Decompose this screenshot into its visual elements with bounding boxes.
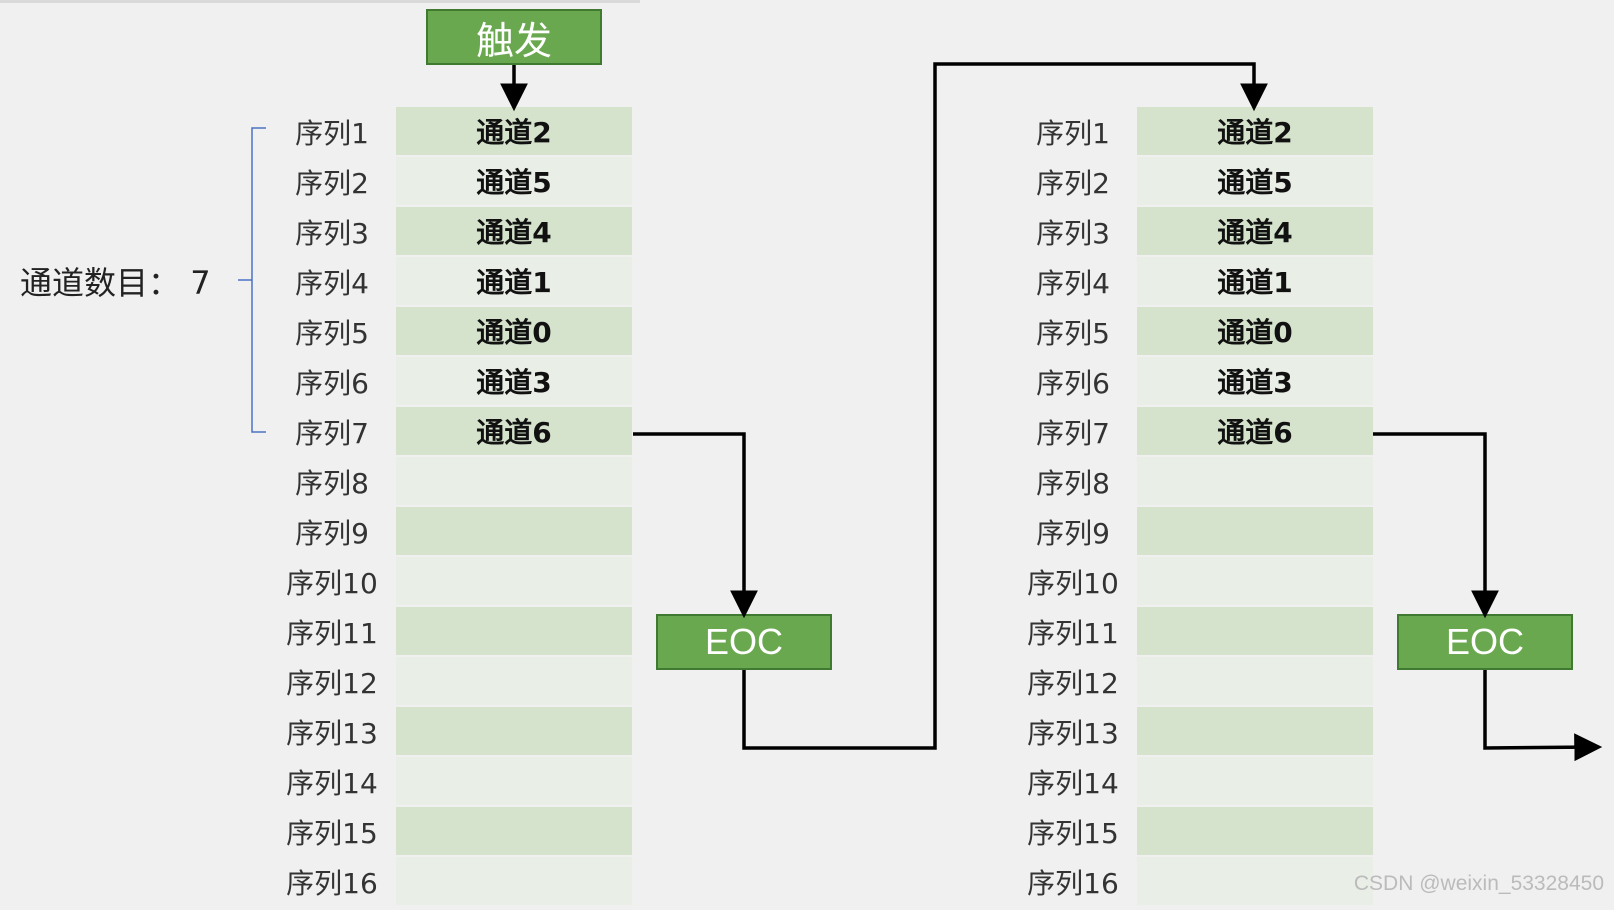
sequence-cell: 通道2 — [1137, 107, 1373, 155]
sequence-cell: 通道5 — [1137, 157, 1373, 205]
trigger-box: 触发 — [426, 9, 602, 65]
sequence-label: 序列16 — [1027, 867, 1119, 900]
eoc-label: EOC — [1445, 621, 1524, 662]
sequence-label: 序列10 — [286, 567, 378, 600]
sequence-cell: 通道3 — [396, 357, 632, 405]
sequence-label: 序列3 — [295, 217, 369, 250]
sequence-cell: 通道0 — [396, 307, 632, 355]
sequence-cell: 通道1 — [1137, 257, 1373, 305]
sequence-label: 序列14 — [286, 767, 378, 800]
seq7-to-eoc-left-arrow — [633, 432, 758, 619]
eoc-right-output-arrow — [1483, 670, 1603, 762]
sequence-cell — [396, 507, 632, 555]
sequence-cell — [1137, 657, 1373, 705]
sequence-labels-right: 序列1 序列2 序列3 序列4 序列5 序列6 序列7 序列8 序列9 序列10 序列11 序列12 序… — [1013, 107, 1133, 907]
sequence-label: 序列7 — [1036, 417, 1110, 450]
sequence-label: 序列1 — [1036, 117, 1110, 150]
sequence-label: 序列16 — [286, 867, 378, 900]
watermark: CSDN @weixin_53328450 — [1353, 872, 1604, 895]
sequence-cell — [1137, 807, 1373, 855]
sequence-cell — [1137, 507, 1373, 555]
sequence-cell: 通道6 — [396, 407, 632, 455]
sequence-label: 序列15 — [1027, 817, 1119, 850]
sequence-label: 序列13 — [286, 717, 378, 750]
seq7-to-eoc-right-arrow — [1373, 432, 1499, 619]
sequence-cell: 通道0 — [1137, 307, 1373, 355]
sequence-label: 序列5 — [295, 317, 369, 350]
sequence-cell — [396, 857, 632, 905]
sequence-label: 序列4 — [295, 267, 369, 300]
channel-count-text: 通道数目： 7 — [20, 258, 211, 304]
sequence-label: 序列2 — [1036, 167, 1110, 200]
sequence-label: 序列12 — [286, 667, 378, 700]
sequence-label: 序列9 — [295, 517, 369, 550]
sequence-label: 序列14 — [1027, 767, 1119, 800]
sequence-label: 序列8 — [295, 467, 369, 500]
sequence-label: 序列10 — [1027, 567, 1119, 600]
sequence-cell: 通道4 — [1137, 207, 1373, 255]
sequence-label: 序列1 — [295, 117, 369, 150]
sequence-label: 序列15 — [286, 817, 378, 850]
eoc-box-left: EOC — [656, 614, 832, 670]
eoc-label: EOC — [704, 621, 783, 662]
sequence-cell — [1137, 857, 1373, 905]
sequence-cell: 通道2 — [396, 107, 632, 155]
sequence-cell — [396, 607, 632, 655]
sequence-cell: 通道1 — [396, 257, 632, 305]
sequence-label: 序列8 — [1036, 467, 1110, 500]
sequence-cell — [1137, 457, 1373, 505]
sequence-label: 序列2 — [295, 167, 369, 200]
sequence-cell — [396, 557, 632, 605]
sequence-label: 序列3 — [1036, 217, 1110, 250]
sequence-cell — [396, 457, 632, 505]
trigger-label: 触发 — [475, 18, 552, 63]
sequence-cell — [1137, 557, 1373, 605]
sequence-label: 序列12 — [1027, 667, 1119, 700]
eoc-box-right: EOC — [1397, 614, 1573, 670]
sequence-cell: 通道6 — [1137, 407, 1373, 455]
sequence-label: 序列11 — [1027, 617, 1119, 650]
sequence-label: 序列9 — [1036, 517, 1110, 550]
sequence-label: 序列6 — [295, 367, 369, 400]
sequence-label: 序列7 — [295, 417, 369, 450]
channel-count-value: 7 — [190, 264, 211, 302]
sequence-cell: 通道4 — [396, 207, 632, 255]
sequence-cell — [396, 707, 632, 755]
sequence-label: 序列11 — [286, 617, 378, 650]
sequence-label: 序列6 — [1036, 367, 1110, 400]
sequence-label: 序列5 — [1036, 317, 1110, 350]
sequence-label: 序列4 — [1036, 267, 1110, 300]
sequence-cell — [396, 807, 632, 855]
sequence-label: 序列13 — [1027, 717, 1119, 750]
sequence-cell — [396, 757, 632, 805]
sequence-cell — [1137, 607, 1373, 655]
brace — [238, 127, 266, 433]
sequence-cell: 通道5 — [396, 157, 632, 205]
sequence-cell: 通道3 — [1137, 357, 1373, 405]
sequence-labels-left: 序列1 序列2 序列3 序列4 序列5 序列6 序列7 序列8 序列9 序列10 序列11 序列12 序… — [272, 107, 392, 907]
sequence-cell — [1137, 757, 1373, 805]
channel-count-label: 通道数目： — [20, 264, 181, 302]
sequence-cell — [1137, 707, 1373, 755]
top-strip — [0, 0, 640, 3]
sequence-cell — [396, 657, 632, 705]
